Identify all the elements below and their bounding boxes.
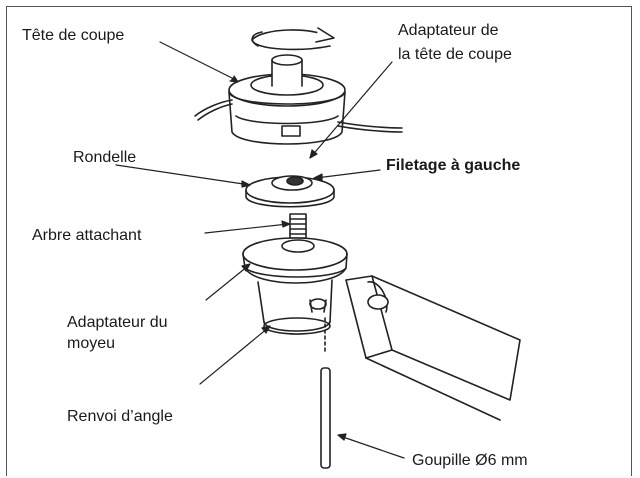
diagram-frame xyxy=(6,6,632,476)
label-hub-adapter-line2: moyeu xyxy=(67,335,116,352)
label-angle-transmission: Renvoi d’angle xyxy=(67,408,173,425)
label-pin: Goupille Ø6 mm xyxy=(412,452,528,469)
pin xyxy=(320,317,331,469)
gear-housing xyxy=(242,237,521,421)
label-washer: Rondelle xyxy=(73,149,137,166)
label-head-adapter-line1: Adaptateur de xyxy=(398,22,499,39)
threaded-shaft xyxy=(289,213,307,239)
label-cutting-head: Tête de coupe xyxy=(22,27,125,44)
cutting-head xyxy=(194,54,403,145)
label-hub-adapter-line1: Adaptateur du xyxy=(67,314,168,331)
leader-lines xyxy=(115,41,405,459)
rotation-arrow-icon xyxy=(251,27,335,51)
label-head-adapter-line2: la tête de coupe xyxy=(398,46,512,63)
label-shaft: Arbre attachant xyxy=(32,227,142,244)
washer xyxy=(245,175,335,208)
label-left-thread: Filetage à gauche xyxy=(386,157,521,174)
